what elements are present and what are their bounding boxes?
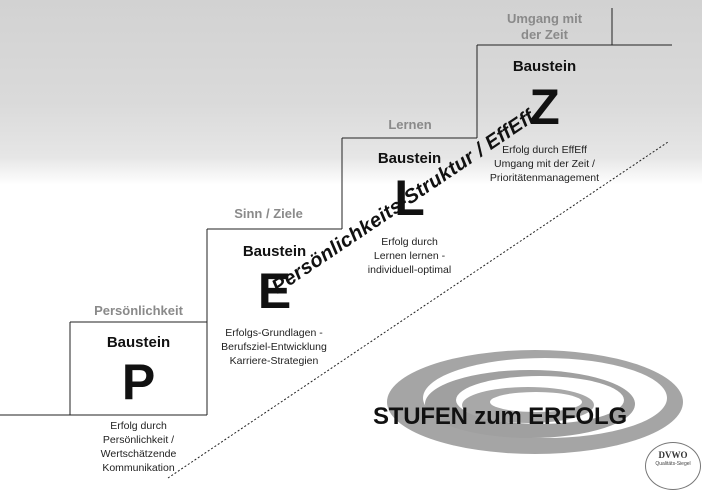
step-z-letter: Z (529, 79, 560, 135)
step-e-letter: E (257, 263, 292, 319)
step-l-description: Erfolg durch Lernen lernen - individuell… (342, 235, 477, 277)
step-z-desc-line: Erfolg durch EffEff (502, 144, 587, 156)
step-z-title-line: der Zeit (521, 27, 568, 42)
step-z-description: Erfolg durch EffEff Umgang mit der Zeit … (477, 143, 612, 185)
step-e-title: Sinn / Ziele (234, 206, 303, 221)
step-p-desc-line: Persönlichkeit / (102, 434, 175, 446)
step-e-baustein-label: Baustein (242, 243, 307, 260)
step-l-desc-line: individuell-optimal (367, 264, 452, 276)
step-l-title: Lernen (388, 117, 432, 132)
step-p-desc-line: Erfolg durch (110, 420, 167, 432)
step-z-desc-line: Umgang mit der Zeit / (494, 158, 595, 170)
seal-title: DVWO (658, 450, 688, 460)
step-p-title: Persönlichkeit (94, 303, 183, 318)
step-z-title-line: Umgang mit (506, 11, 583, 26)
step-l-desc-line: Erfolg durch (381, 236, 438, 248)
step-p-baustein-label: Baustein (106, 334, 171, 351)
step-e-desc-line: Berufsziel-Entwicklung (221, 341, 327, 353)
step-p-letter: P (121, 354, 156, 410)
step-p-desc-line: Wertschätzende (100, 448, 177, 460)
step-e-desc-line: Karriere-Strategien (229, 355, 319, 367)
logo-title: STUFEN zum ERFOLG (373, 403, 627, 430)
step-p-description: Erfolg durch Persönlichkeit / Wertschätz… (70, 419, 207, 475)
step-e-desc-line: Erfolgs-Grundlagen - (225, 327, 323, 339)
seal-subtitle: Qualitäts-Siegel (655, 461, 691, 467)
step-z-desc-line: Prioritätenmanagement (489, 172, 600, 184)
step-l-desc-line: Lernen lernen - (373, 250, 446, 262)
step-l-baustein-label: Baustein (377, 150, 442, 167)
step-e-description: Erfolgs-Grundlagen - Berufsziel-Entwickl… (204, 326, 344, 368)
quality-seal-icon: DVWO Qualitäts-Siegel (645, 442, 701, 490)
swirl-icon (387, 350, 683, 454)
step-z-baustein-label: Baustein (512, 58, 577, 75)
gradient-background (0, 0, 702, 185)
step-l-letter: L (394, 170, 425, 226)
step-z-title: Umgang mit der Zeit (477, 11, 612, 43)
step-p-desc-line: Kommunikation (102, 462, 175, 474)
